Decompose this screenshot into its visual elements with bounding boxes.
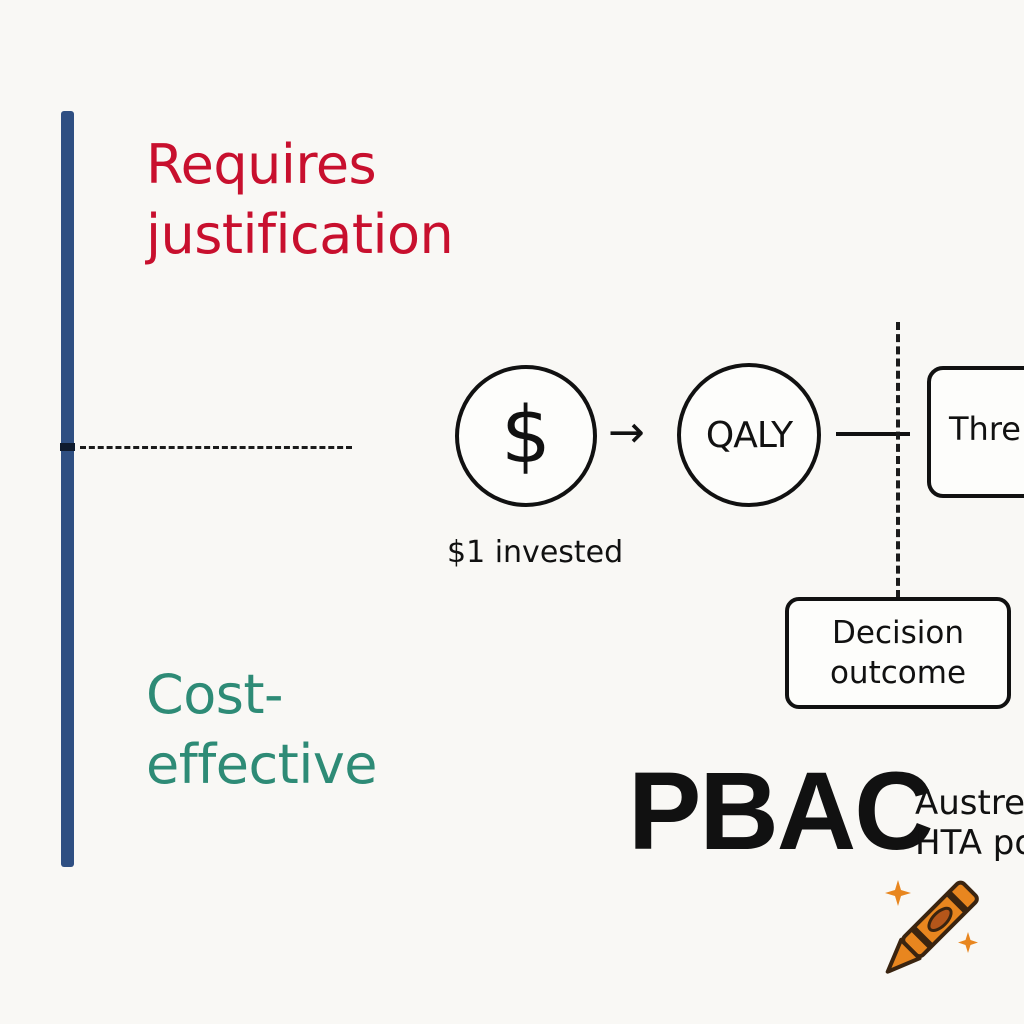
- qaly-node: QALY: [677, 363, 821, 507]
- requires-justification-line-2: justification: [146, 203, 454, 266]
- arrow-right-icon: →: [608, 407, 645, 458]
- qaly-threshold-connector: [836, 432, 910, 436]
- requires-justification-line-1: Requires: [146, 133, 377, 196]
- decision-outcome-text: Decision outcome: [830, 613, 966, 693]
- threshold-box: Thre: [927, 366, 1024, 498]
- requires-justification-label: Requires justification: [146, 130, 454, 270]
- threshold-box-label: Thre: [949, 410, 1021, 448]
- qaly-label: QALY: [705, 414, 793, 456]
- crayon-icon: [885, 880, 979, 974]
- invested-caption: $1 invested: [447, 535, 624, 570]
- pbac-subtitle-line-1: Austre: [915, 783, 1024, 823]
- scale-axis-bar: [61, 111, 74, 867]
- decision-dashed-line: [896, 322, 900, 598]
- dollar-node: $: [455, 365, 597, 507]
- cost-effective-label: Cost- effective: [146, 660, 378, 800]
- decision-outcome-box: Decision outcome: [785, 597, 1011, 709]
- pbac-subtitle-line-2: HTA po: [915, 823, 1024, 863]
- scale-threshold-notch: [60, 443, 75, 451]
- pbac-logo-text: PBAC: [628, 750, 934, 873]
- cost-effective-line-2: effective: [146, 733, 378, 796]
- cost-effective-line-1: Cost-: [146, 663, 284, 726]
- threshold-dashed-line: [80, 446, 352, 449]
- decision-outcome-line-1: Decision: [832, 615, 964, 651]
- pbac-subtitle: Austre HTA po: [915, 783, 1024, 863]
- dollar-icon: $: [501, 391, 551, 481]
- sparkle-icon: [885, 880, 978, 953]
- decision-outcome-line-2: outcome: [829, 655, 967, 691]
